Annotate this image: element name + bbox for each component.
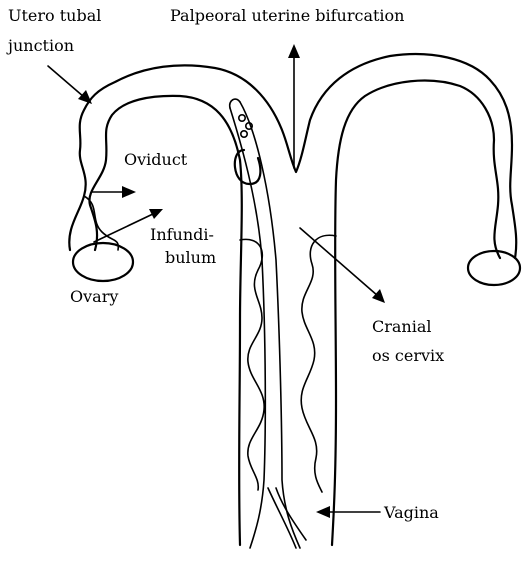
- label-bifurcation: Palpeoral uterine bifurcation: [170, 6, 404, 25]
- inner-contour-right: [332, 81, 500, 545]
- catheter-tip: [230, 99, 240, 108]
- catheter-lower-branch: [268, 488, 306, 548]
- utero-tubal-arrowhead: [78, 90, 92, 104]
- catheter-dot: [239, 115, 245, 121]
- catheter-dot: [241, 131, 247, 137]
- label-cranial-line1: Cranial: [372, 317, 432, 336]
- label-ovary: Ovary: [70, 287, 118, 306]
- cervix-folds-left: [240, 239, 264, 490]
- label-infundibulum-line2: bulum: [165, 248, 216, 267]
- ovary-left: [73, 243, 133, 281]
- label-utero-tubal-line1: Utero tubal: [8, 6, 101, 25]
- ovary-right: [468, 251, 520, 285]
- central-channel-right: [240, 102, 300, 548]
- infundibulum-pointer: [94, 213, 155, 242]
- cervix-folds-right: [301, 235, 336, 492]
- label-vagina: Vagina: [384, 503, 439, 522]
- vagina-arrowhead: [316, 506, 330, 518]
- label-oviduct: Oviduct: [124, 150, 187, 169]
- oviduct-arrowhead: [122, 186, 136, 198]
- label-utero-tubal-line2: junction: [8, 36, 74, 55]
- label-infundibulum-line1: Infundi-: [150, 225, 214, 244]
- utero-tubal-pointer: [48, 66, 84, 97]
- label-cranial-line2: os cervix: [372, 346, 444, 365]
- bifurcation-arrowhead: [288, 44, 300, 58]
- cranial-os-arrowhead: [372, 289, 385, 303]
